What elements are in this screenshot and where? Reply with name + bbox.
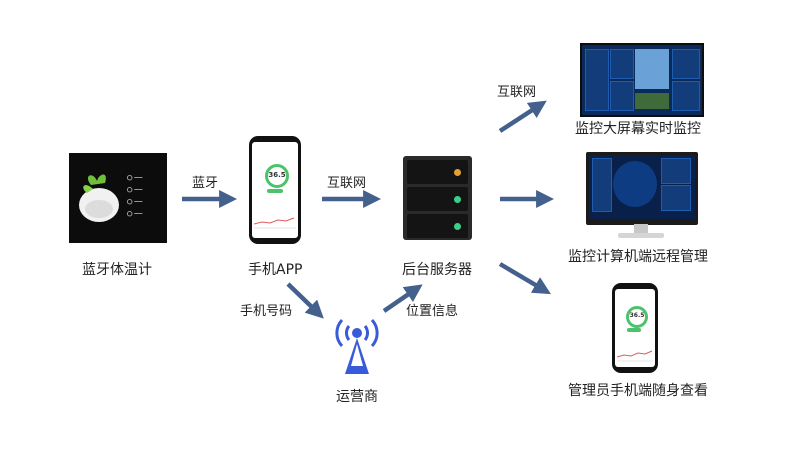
edge-label-internet-2: 互联网 xyxy=(497,85,537,100)
admin-chart-icon xyxy=(617,350,653,362)
feature-line-4: ━━━ xyxy=(127,211,142,217)
cell-tower-icon xyxy=(335,318,379,374)
phone-green-button xyxy=(267,189,283,193)
computer-monitor-image xyxy=(586,152,698,225)
admin-phone-image: 36.5 xyxy=(612,283,658,373)
label-thermometer: 蓝牙体温计 xyxy=(82,262,152,278)
arrow-phone-to-carrier xyxy=(286,282,324,319)
thermometer-device-icon xyxy=(79,174,119,222)
label-carrier: 运营商 xyxy=(336,389,378,405)
server-image xyxy=(403,156,472,240)
admin-phone-temp: 36.5 xyxy=(629,312,645,319)
arrow-carrier-to-server xyxy=(382,284,423,313)
admin-temp-ring: 36.5 xyxy=(626,306,648,328)
edge-label-internet-1: 互联网 xyxy=(327,176,367,191)
phone-chart-icon xyxy=(254,217,296,229)
admin-green-button xyxy=(627,328,641,332)
phone-temp: 36.5 xyxy=(268,171,286,179)
arrow-to-admin-phone xyxy=(498,262,551,295)
feature-line-3: ━━━ xyxy=(127,199,142,205)
server-rack-3 xyxy=(407,214,468,238)
feature-line-1: ━━━ xyxy=(127,175,142,181)
feature-line-2: ━━━ xyxy=(127,187,142,193)
monitor-stand-base xyxy=(618,233,664,238)
big-screen-image xyxy=(580,43,704,117)
server-rack-1 xyxy=(407,160,468,184)
edge-label-phone-number: 手机号码 xyxy=(240,304,293,319)
edge-label-bluetooth: 蓝牙 xyxy=(192,176,219,191)
monitor-stand-neck xyxy=(634,224,648,234)
thermometer-image: ━━━ ━━━ ━━━ ━━━ xyxy=(69,153,167,243)
label-phone-app: 手机APP xyxy=(248,262,303,278)
label-computer: 监控计算机端远程管理 xyxy=(568,249,708,265)
edge-label-location: 位置信息 xyxy=(406,304,459,319)
label-server: 后台服务器 xyxy=(402,262,472,278)
arrow-to-big-screen xyxy=(498,100,547,133)
temp-ring: 36.5 xyxy=(265,164,289,188)
phone-app-image: 36.5 xyxy=(249,136,301,244)
server-rack-2 xyxy=(407,187,468,211)
label-big-screen: 监控大屏幕实时监控 xyxy=(575,121,701,137)
label-admin-phone: 管理员手机端随身查看 xyxy=(568,383,708,399)
